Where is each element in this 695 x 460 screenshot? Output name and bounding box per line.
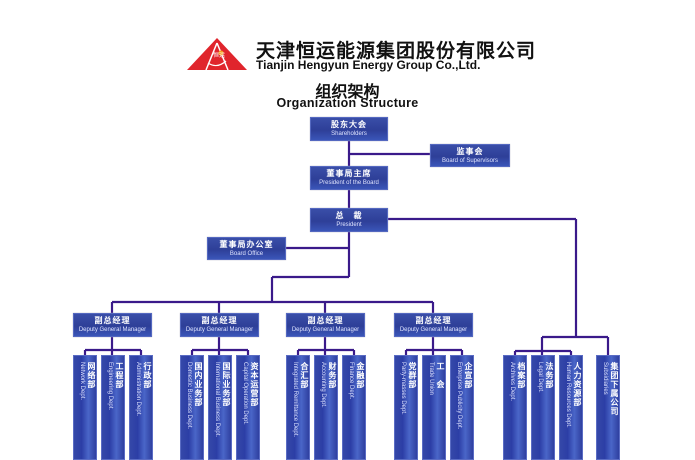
dept-label-cn: 网络部 — [87, 362, 96, 389]
dept-label-cn: 法务部 — [545, 362, 554, 389]
dept-label-cn: 人力资源部 — [573, 362, 582, 407]
node-shareholders: 股东大会 Shareholders — [310, 117, 388, 141]
node-label-en: President of the Board — [319, 180, 379, 186]
node-label-cn: 副总经理 — [415, 316, 452, 325]
node-label-en: Deputy General Manager — [399, 327, 468, 333]
node-label-en: Deputy General Manager — [291, 327, 360, 333]
node-label-en: Deputy General Manager — [78, 327, 147, 333]
node-label-en: Shareholders — [331, 131, 367, 137]
node-deputy-gm-2: 副总经理 Deputy General Manager — [180, 313, 259, 337]
dept-label-cn: 工程部 — [115, 362, 124, 389]
page-title-cn: 组织架构 — [315, 82, 380, 101]
dept-label-en: Finance Dept. — [348, 362, 354, 400]
node-deputy-gm-3: 副总经理 Deputy General Manager — [286, 313, 365, 337]
dept-label-en: Network Dept. — [79, 362, 85, 401]
node-label-cn: 董事局主席 — [326, 169, 372, 178]
node-president-of-board: 董事局主席 President of the Board — [310, 166, 388, 190]
dept-label-en: Human Resources Dept. — [565, 362, 571, 428]
company-logo: 恒运 — [186, 37, 248, 71]
node-board-of-supervisors: 监事会 Board of Supervisors — [430, 144, 510, 167]
dept-label-cn: 集团下属公司 — [610, 362, 619, 416]
node-president: 总 裁 President — [310, 208, 388, 232]
dept-label-cn: 国际业务部 — [222, 362, 231, 407]
node-deputy-gm-4: 副总经理 Deputy General Manager — [394, 313, 473, 337]
dept-label-en: Integrated Remittance Dept. — [292, 362, 298, 438]
page-title-en: Organization Structure — [276, 96, 419, 110]
svg-text:恒运: 恒运 — [213, 51, 225, 59]
dept-label-en: International Business Dept. — [214, 362, 220, 438]
node-label-cn: 股东大会 — [331, 120, 367, 129]
node-label-en: Board of Supervisors — [441, 158, 499, 164]
node-label-cn: 董事局办公室 — [219, 240, 274, 249]
dept-label-cn: 企宣部 — [464, 362, 473, 389]
node-board-office: 董事局办公室 Board Office — [207, 237, 286, 260]
dept-label-en: Capital Operation Dept. — [242, 362, 248, 425]
dept-label-en: Party-masses Dept. — [400, 362, 406, 415]
company-name-en: Tianjin Hengyun Energy Group Co.,Ltd. — [256, 58, 481, 72]
dept-label-cn: 档案部 — [517, 362, 526, 389]
node-deputy-gm-1: 副总经理 Deputy General Manager — [73, 313, 152, 337]
dept-label-cn: 资本运营部 — [250, 362, 259, 407]
dept-label-cn: 行政部 — [143, 362, 152, 389]
dept-label-en: Subsidiaries — [602, 362, 608, 395]
dept-label-cn: 金融部 — [356, 362, 365, 389]
company-name-cn: 天津恒运能源集团股份有限公司 — [256, 40, 537, 62]
node-label-en: President — [336, 222, 362, 228]
node-label-cn: 副总经理 — [94, 316, 131, 325]
dept-label-cn: 财务部 — [328, 362, 337, 389]
dept-label-en: Trade Union — [428, 362, 434, 395]
node-label-en: Deputy General Manager — [185, 327, 254, 333]
dept-label-en: Archives Dept. — [509, 362, 515, 402]
node-label-cn: 总 裁 — [335, 211, 363, 220]
node-label-cn: 监事会 — [456, 147, 484, 156]
dept-label-en: Domestic Business Dept. — [186, 362, 192, 430]
node-label-en: Board Office — [229, 251, 264, 257]
node-label-cn: 副总经理 — [201, 316, 238, 325]
node-label-cn: 副总经理 — [307, 316, 344, 325]
dept-label-cn: 国内业务部 — [194, 362, 203, 407]
dept-label-en: Administration Dept. — [135, 362, 141, 417]
dept-label-en: Engineering Dept. — [107, 362, 113, 411]
logo-triangle-icon: 恒运 — [187, 38, 247, 71]
dept-label-en: Legal Dept. — [537, 362, 543, 393]
dept-label-cn: 党群部 — [408, 362, 417, 389]
dept-label-cn: 工 会 — [436, 362, 445, 389]
dept-label-en: Accounting Dept. — [320, 362, 326, 408]
dept-label-en: Enterprise Publicity Dept. — [456, 362, 462, 430]
dept-label-cn: 合汇部 — [300, 362, 309, 389]
